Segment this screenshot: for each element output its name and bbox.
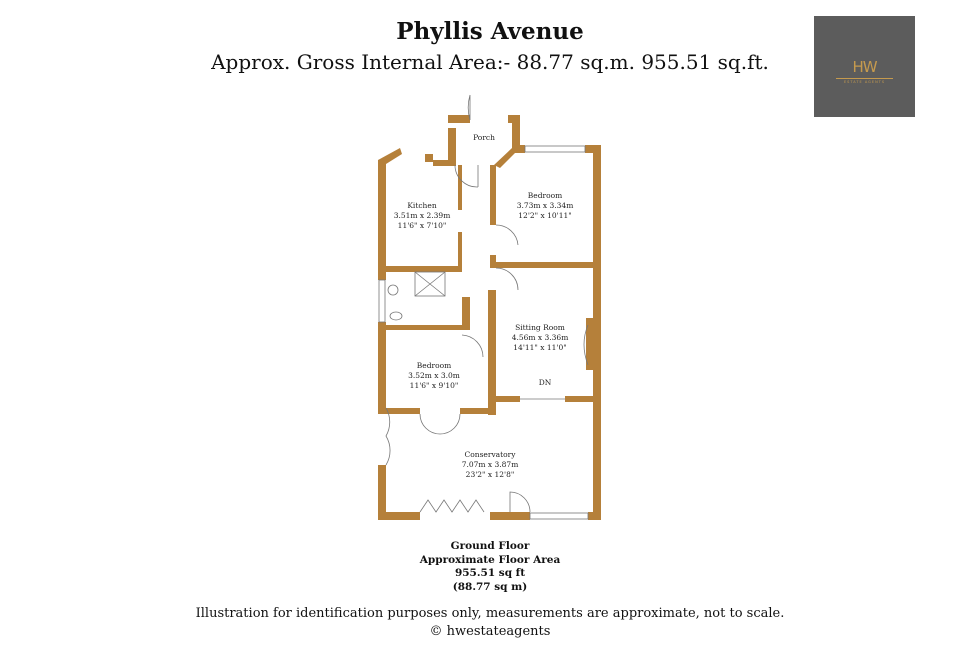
svg-text:23'2" x 12'8": 23'2" x 12'8" [466,470,515,479]
svg-text:4.56m x 3.36m: 4.56m x 3.36m [512,333,569,342]
svg-text:Bedroom: Bedroom [417,361,451,370]
svg-text:3.73m x 3.34m: 3.73m x 3.34m [517,201,574,210]
floor-name: Ground Floor [450,540,530,552]
svg-text:Sitting Room: Sitting Room [515,323,565,332]
sitting-room-label: Sitting Room 4.56m x 3.36m 14'11" x 11'0… [512,323,569,352]
svg-text:11'6" x 7'10": 11'6" x 7'10" [398,221,447,230]
gross-area-subtitle: Approx. Gross Internal Area:- 88.77 sq.m… [211,50,769,74]
logo-text: HW [852,58,877,76]
svg-text:7.07m x 3.87m: 7.07m x 3.87m [462,460,519,469]
disclaimer: Illustration for identification purposes… [195,606,785,621]
walls [378,115,601,520]
svg-text:3.51m x 2.39m: 3.51m x 2.39m [394,211,451,220]
logo-divider [836,78,893,79]
svg-text:14'11" x 11'0": 14'11" x 11'0" [513,343,566,352]
svg-text:Conservatory: Conservatory [464,450,516,459]
floor-area-label: Approximate Floor Area [419,553,561,566]
svg-text:12'2" x 10'11": 12'2" x 10'11" [518,211,571,220]
page-title: Phyllis Avenue [396,18,584,45]
svg-text:3.52m x 3.0m: 3.52m x 3.0m [408,371,460,380]
kitchen-label: Kitchen 3.51m x 2.39m 11'6" x 7'10" [394,201,451,230]
bedroom-1-label: Bedroom 3.73m x 3.34m 12'2" x 10'11" [517,191,574,220]
bedroom-2-label: Bedroom 3.52m x 3.0m 11'6" x 9'10" [408,361,460,390]
floor-summary: Ground Floor Approximate Floor Area 955.… [0,540,980,594]
doors-windows [378,94,589,520]
svg-text:Bedroom: Bedroom [528,191,562,200]
floor-area-sqft: 955.51 sq ft [454,567,526,579]
svg-text:11'6" x 9'10": 11'6" x 9'10" [410,381,459,390]
svg-text:Kitchen: Kitchen [407,201,436,210]
logo: HW ESTATE AGENTS [814,16,915,117]
logo-tagline: ESTATE AGENTS [843,80,886,84]
stairs-label: DN [539,378,552,387]
conservatory-label: Conservatory 7.07m x 3.87m 23'2" x 12'8" [462,450,519,479]
floor-area-sqm: (88.77 sq m) [452,580,528,593]
porch-label: Porch [473,133,495,142]
copyright: © hwestateagents [429,624,551,639]
